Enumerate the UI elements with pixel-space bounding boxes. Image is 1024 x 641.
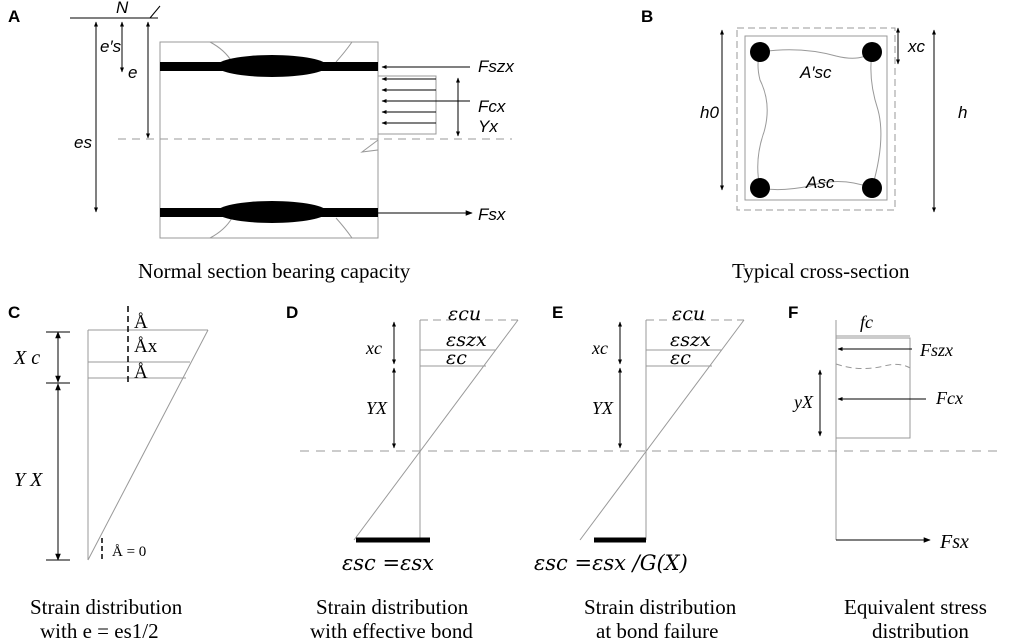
label-xc-e: xc (591, 338, 608, 358)
panel-a: A N e′s e es (8, 0, 514, 283)
panel-letter-d: D (286, 303, 298, 322)
label-bottom-eq-d: εsc =εsx (342, 551, 434, 575)
label-yx-e: YX (592, 398, 614, 418)
crack-top-right (335, 41, 353, 63)
label-bottom-eq-e: εsc =εsx /G(X) (534, 551, 688, 575)
caption-f-line2: distribution (872, 619, 969, 641)
panel-letter-e: E (552, 303, 563, 322)
label-fcx: Fcx (478, 97, 506, 116)
bar-bottom-left (750, 178, 770, 198)
label-yx: Yx (478, 117, 498, 136)
top-bond-zone (217, 55, 327, 77)
label-yx-f: yX (792, 392, 814, 412)
caption-c-line1: Strain distribution (30, 595, 183, 619)
crack-bottom-left (209, 217, 233, 239)
stress-block (377, 75, 437, 135)
bar-top-left (750, 42, 770, 62)
panel-b: B h0 h xc A′sc Asc Typical cross-section (641, 7, 967, 283)
caption-e-line2: at bond failure (596, 619, 718, 641)
crack-top-left (209, 41, 233, 63)
caption-f-line1: Equivalent stress (844, 595, 987, 619)
label-e: e (128, 63, 137, 82)
label-fszx: Fszx (478, 57, 514, 76)
e-diagonal (579, 319, 745, 541)
symbol-zero-c: Å = 0 (112, 544, 146, 560)
label-ec-e: εc (670, 347, 691, 369)
crack-bottom-right (335, 217, 353, 239)
section-inner-outline (744, 35, 888, 201)
label-fc-f: fc (860, 312, 873, 332)
panel-f: F fc Fszx Fcx yX Fsx Equivalent stress d… (788, 303, 987, 641)
label-ecu-e: εcu (672, 303, 705, 325)
caption-a: Normal section bearing capacity (138, 259, 411, 283)
caption-d-line2: with effective bond (310, 619, 473, 641)
symbol-3-c: Å (134, 362, 148, 383)
stirrup (757, 49, 882, 191)
label-xc: xc (907, 37, 926, 56)
label-ec-d: εc (446, 347, 467, 369)
caption-d-line1: Strain distribution (316, 595, 469, 619)
bottom-bond-zone (217, 201, 327, 223)
label-xc-c: X c (13, 347, 40, 369)
symbol-1-c: Å (134, 312, 148, 333)
label-fsx: Fsx (478, 205, 506, 224)
bar-top-right (862, 42, 882, 62)
f-block-wavy (835, 363, 911, 370)
strain-diagonal (87, 329, 209, 561)
panel-letter-a: A (8, 7, 20, 26)
label-asc-prime: A′sc (799, 63, 832, 82)
symbol-2-c: Åx (134, 336, 158, 357)
caption-c-line2: with e = es1/2 (40, 619, 159, 641)
label-yx-d: YX (366, 398, 388, 418)
d-diagonal (353, 319, 519, 541)
label-eszx-d: εszx (446, 329, 487, 351)
f-stress-block (835, 337, 911, 439)
label-asc: Asc (805, 173, 835, 192)
section-outer-dashed (736, 27, 896, 211)
label-fsx-f: Fsx (939, 531, 969, 553)
label-fszx-f: Fszx (919, 340, 953, 360)
label-h: h (958, 103, 967, 122)
label-fcx-f: Fcx (935, 388, 963, 408)
n-load-arrow (149, 5, 161, 19)
caption-b: Typical cross-section (732, 259, 910, 283)
panel-letter-c: C (8, 303, 20, 322)
label-eszx-e: εszx (670, 329, 711, 351)
label-n: N (116, 0, 129, 17)
crack-zigzag (360, 139, 379, 238)
label-es-prime: e′s (100, 37, 122, 56)
panel-e: E xc YX εcu εszx εc εsc =εsx /G(X) Strai… (534, 303, 745, 641)
label-xc-d: xc (365, 338, 382, 358)
panel-d: D xc YX εcu εszx εc εsc =εsx Strain dist… (286, 303, 519, 641)
label-yx-c: Y X (14, 469, 43, 491)
panel-c: C X c Y X Å Åx Å Å = 0 Strain distributi… (8, 303, 209, 641)
caption-e-line1: Strain distribution (584, 595, 737, 619)
label-h0: h0 (700, 103, 719, 122)
bar-bottom-right (862, 178, 882, 198)
panel-letter-b: B (641, 7, 653, 26)
label-es: es (74, 133, 92, 152)
panel-letter-f: F (788, 303, 798, 322)
label-ecu-d: εcu (448, 303, 481, 325)
